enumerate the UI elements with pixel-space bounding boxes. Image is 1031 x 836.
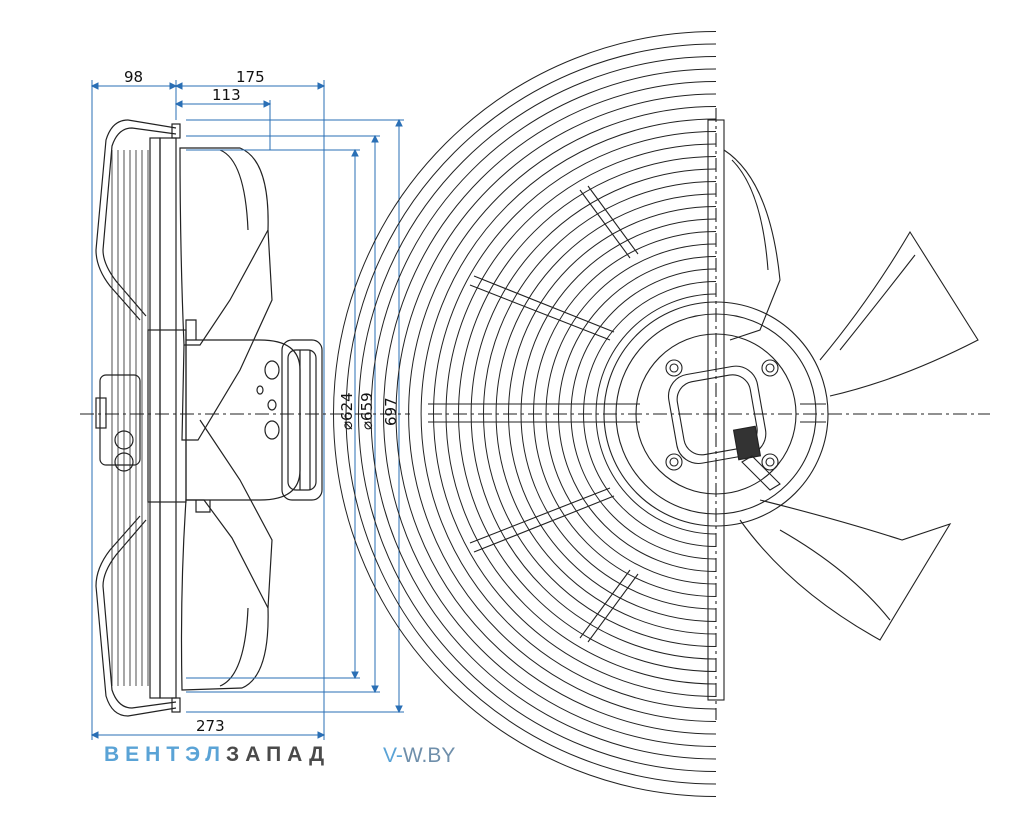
- guard-ring: [383, 81, 717, 747]
- dimension-lines: [90, 80, 404, 740]
- terminal-box: [99, 374, 141, 466]
- guard-hatch: [111, 150, 149, 686]
- site-part2: W.BY: [402, 744, 456, 767]
- dim-273: 273: [196, 717, 225, 735]
- guard-ring: [358, 56, 717, 772]
- guard-ring: [558, 256, 717, 572]
- guard-ring: [395, 93, 717, 735]
- guard-ring: [445, 143, 717, 685]
- blade-top-right: [723, 149, 781, 341]
- guard-spokes: [469, 185, 639, 643]
- guard-bar-bottom: [95, 515, 177, 717]
- guard-ring: [583, 281, 717, 547]
- guard-ring: [470, 168, 717, 660]
- front-view: [333, 31, 990, 797]
- site-part1: V-: [383, 744, 403, 767]
- guard-ring: [345, 43, 717, 785]
- hub-plate-front: [667, 365, 767, 465]
- cable-gland: [741, 455, 781, 491]
- blade-right-upper: [819, 230, 979, 397]
- guard-ring: [508, 206, 717, 622]
- support-plate: [149, 137, 161, 699]
- dim-dia624: ⌀624: [338, 392, 356, 430]
- side-view: [95, 119, 323, 717]
- hub-outer: [603, 301, 829, 527]
- guard-bar-top: [95, 119, 177, 321]
- guard-ring: [433, 131, 717, 697]
- guard-ring: [370, 68, 717, 760]
- guard-ring: [483, 181, 717, 647]
- dim-113: 113: [212, 86, 241, 104]
- guard-ring: [570, 268, 717, 560]
- guard-ring: [420, 118, 717, 710]
- brand-part1: ВЕНТЭЛ: [104, 743, 227, 766]
- guard-ring: [458, 156, 717, 672]
- hub-plate: [147, 329, 187, 503]
- rating-label: [732, 425, 762, 461]
- dim-98: 98: [124, 68, 143, 86]
- guard-ring: [333, 31, 717, 797]
- site-link[interactable]: V-W.BY: [383, 744, 455, 768]
- guard-rings: [333, 31, 717, 797]
- lower-blade: [180, 499, 269, 691]
- upper-blade: [179, 147, 269, 346]
- blade-right-lower: [739, 499, 952, 641]
- guard-ring: [408, 106, 717, 722]
- guard-ring: [520, 218, 717, 610]
- brand-part2: ЗАПАД: [226, 743, 331, 766]
- dim-697: 697: [382, 397, 400, 426]
- guard-ring: [545, 243, 717, 585]
- dim-dia659: ⌀659: [358, 392, 376, 430]
- brand-logo: ВЕНТЭЛЗАПАД: [104, 743, 330, 767]
- guard-ring: [595, 293, 717, 535]
- dim-175: 175: [236, 68, 265, 86]
- guard-ring: [533, 231, 717, 597]
